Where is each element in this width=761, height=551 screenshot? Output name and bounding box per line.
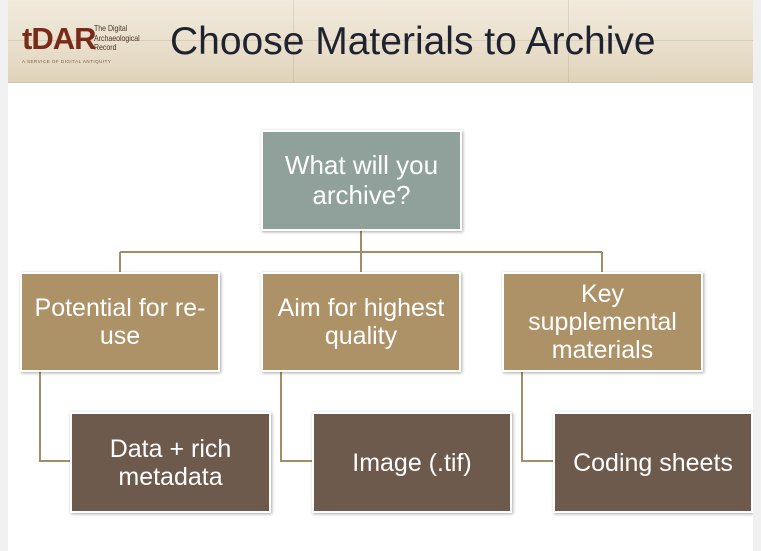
logo-tagline: A SERVICE OF DIGITAL ANTIQUITY (22, 59, 112, 64)
branch-node-quality: Aim for highest quality (261, 272, 461, 372)
logo-mark: tDAR (22, 21, 96, 56)
connector-leaf-1 (39, 371, 70, 462)
slide-title: Choose Materials to Archive (170, 20, 656, 63)
slide: tDAR The Digital Archaeological Record A… (8, 0, 753, 551)
header-texture-line (293, 0, 294, 82)
header-texture-line (8, 40, 753, 41)
root-node: What will you archive? (261, 130, 462, 231)
tdar-logo: tDAR The Digital Archaeological Record A… (22, 22, 150, 68)
connector-leaf-2 (280, 371, 312, 462)
slide-header: tDAR The Digital Archaeological Record A… (8, 0, 753, 83)
leaf-node-coding: Coding sheets (553, 412, 753, 513)
connector-leaf-3 (521, 371, 553, 462)
leaf-node-image: Image (.tif) (312, 412, 512, 513)
header-texture-line (568, 0, 569, 82)
logo-text: The Digital Archaeological Record (94, 23, 140, 52)
branch-node-reuse: Potential for re-use (20, 272, 220, 372)
diagram-connectors (39, 231, 603, 462)
branch-node-supplemental: Key supplemental materials (502, 272, 703, 372)
leaf-node-data: Data + rich metadata (70, 412, 271, 513)
